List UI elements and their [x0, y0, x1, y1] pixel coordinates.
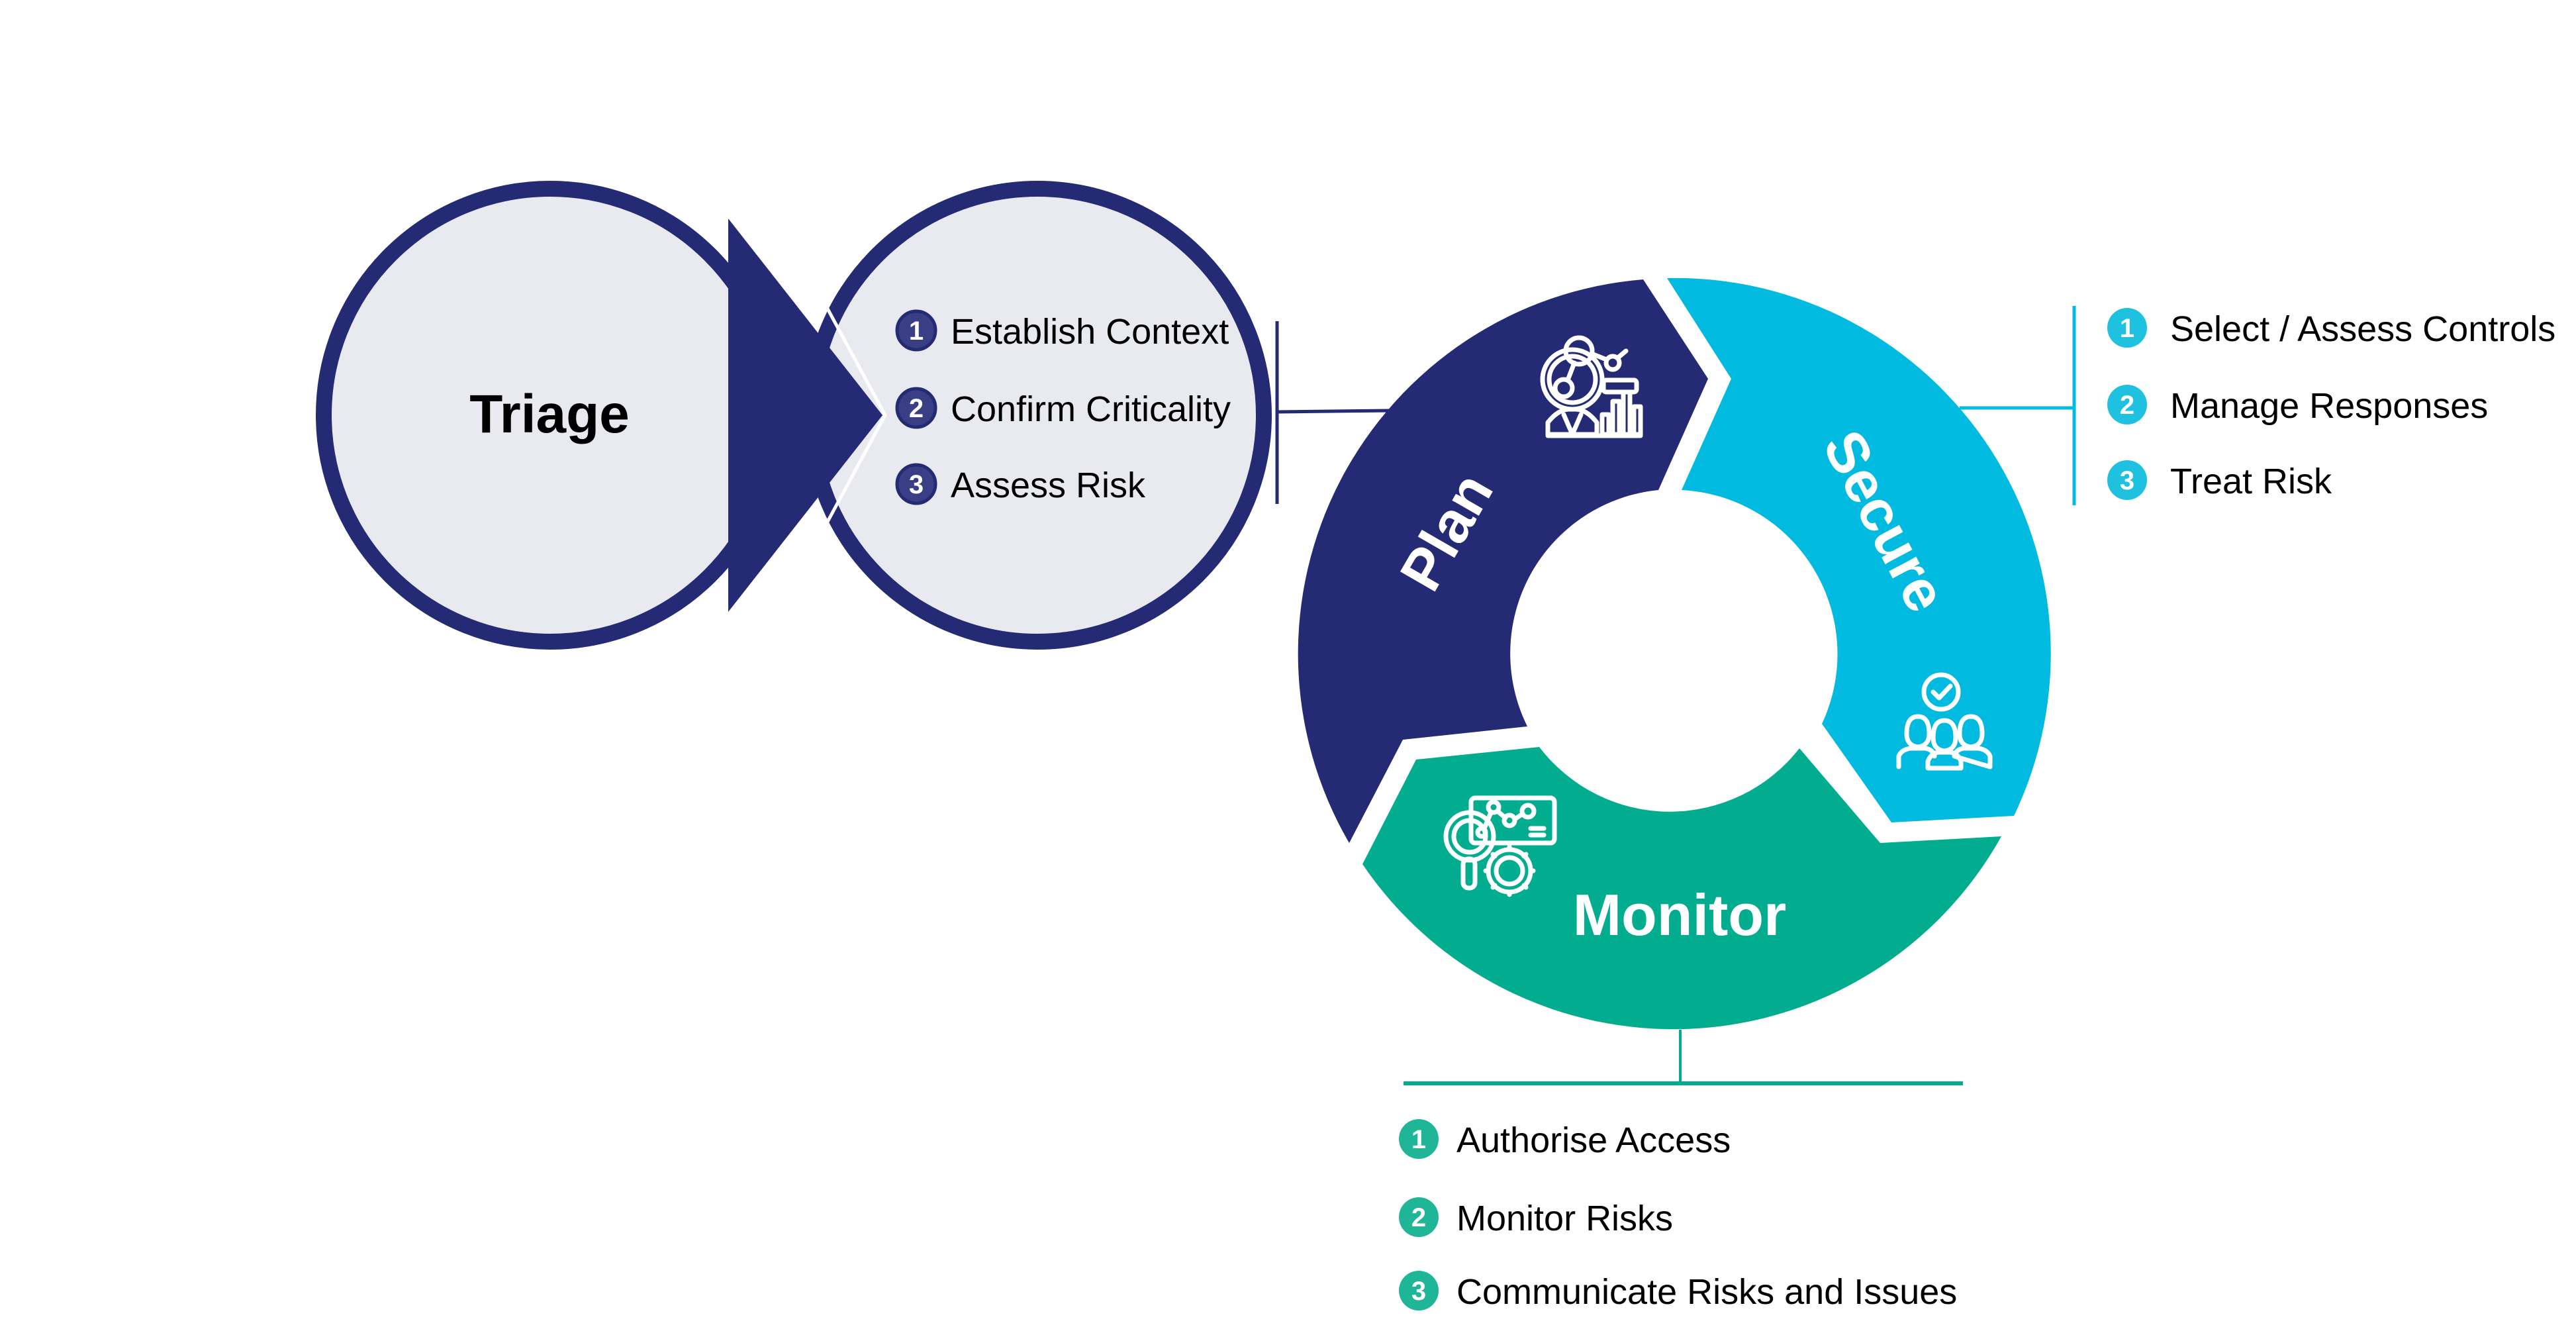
- monitor-step-1: 1 Authorise Access: [1399, 1119, 1731, 1160]
- step-number: 2: [2120, 391, 2134, 420]
- team-approved-icon: [1896, 672, 1993, 771]
- step-number: 3: [1411, 1277, 1426, 1306]
- step-number: 3: [2120, 466, 2134, 495]
- monitor-step-3: 3 Communicate Risks and Issues: [1399, 1271, 1957, 1312]
- step-text: Communicate Risks and Issues: [1456, 1272, 1957, 1312]
- triage-group: Triage 1 Establish Context 2 Confirm Cri…: [316, 181, 1391, 650]
- step-number: 1: [2120, 314, 2134, 343]
- step-text: Establish Context: [951, 312, 1229, 352]
- cycle-ring: Plan Secure Monitor: [1298, 277, 2051, 1030]
- step-text: Treat Risk: [2170, 462, 2332, 501]
- triage-step-3: 3 Assess Risk: [895, 463, 1146, 505]
- step-badge: [1399, 1271, 1439, 1310]
- step-number: 3: [909, 470, 924, 499]
- triage-step-2: 2 Confirm Criticality: [895, 387, 1231, 429]
- step-badge: [895, 387, 937, 429]
- step-text: Authorise Access: [1456, 1120, 1731, 1160]
- monitor-steps-group: 1 Authorise Access 2 Monitor Risks 3 Com…: [1399, 1030, 1963, 1312]
- step-number: 2: [1411, 1203, 1426, 1232]
- segment-plan[interactable]: [1298, 279, 1708, 843]
- step-badge: [2107, 385, 2147, 424]
- step-text: Monitor Risks: [1456, 1199, 1673, 1238]
- triage-plan-connector: [1276, 409, 1391, 414]
- step-badge: [895, 309, 937, 352]
- secure-step-3: 3 Treat Risk: [2107, 460, 2332, 501]
- triage-pointer: [728, 219, 883, 612]
- triage-step-1: 1 Establish Context: [895, 309, 1229, 352]
- segment-secure[interactable]: [1667, 277, 2051, 822]
- monitor-step-2: 2 Monitor Risks: [1399, 1197, 1673, 1238]
- step-text: Assess Risk: [951, 466, 1146, 505]
- step-number: 2: [909, 394, 924, 423]
- step-text: Confirm Criticality: [951, 389, 1231, 429]
- step-badge: [1399, 1119, 1439, 1159]
- step-number: 1: [1411, 1125, 1426, 1154]
- step-badge: [2107, 460, 2147, 500]
- secure-steps-group: 1 Select / Assess Controls 2 Manage Resp…: [1960, 306, 2555, 505]
- segment-label-monitor: Monitor: [1573, 882, 1787, 948]
- step-number: 1: [909, 317, 924, 346]
- triage-label: Triage: [469, 384, 630, 444]
- triage-pointer-edge: [809, 277, 887, 554]
- secure-step-1: 1 Select / Assess Controls: [2107, 308, 2555, 349]
- step-badge: [1399, 1197, 1439, 1237]
- segment-monitor[interactable]: [1362, 747, 2001, 1030]
- step-text: Manage Responses: [2170, 386, 2488, 426]
- secure-step-2: 2 Manage Responses: [2107, 385, 2488, 426]
- step-badge: [895, 463, 937, 505]
- step-badge: [2107, 308, 2147, 348]
- step-text: Select / Assess Controls: [2170, 309, 2555, 349]
- analyst-chart-icon: [1540, 335, 1643, 438]
- dashboard-search-gear-icon: [1443, 795, 1557, 897]
